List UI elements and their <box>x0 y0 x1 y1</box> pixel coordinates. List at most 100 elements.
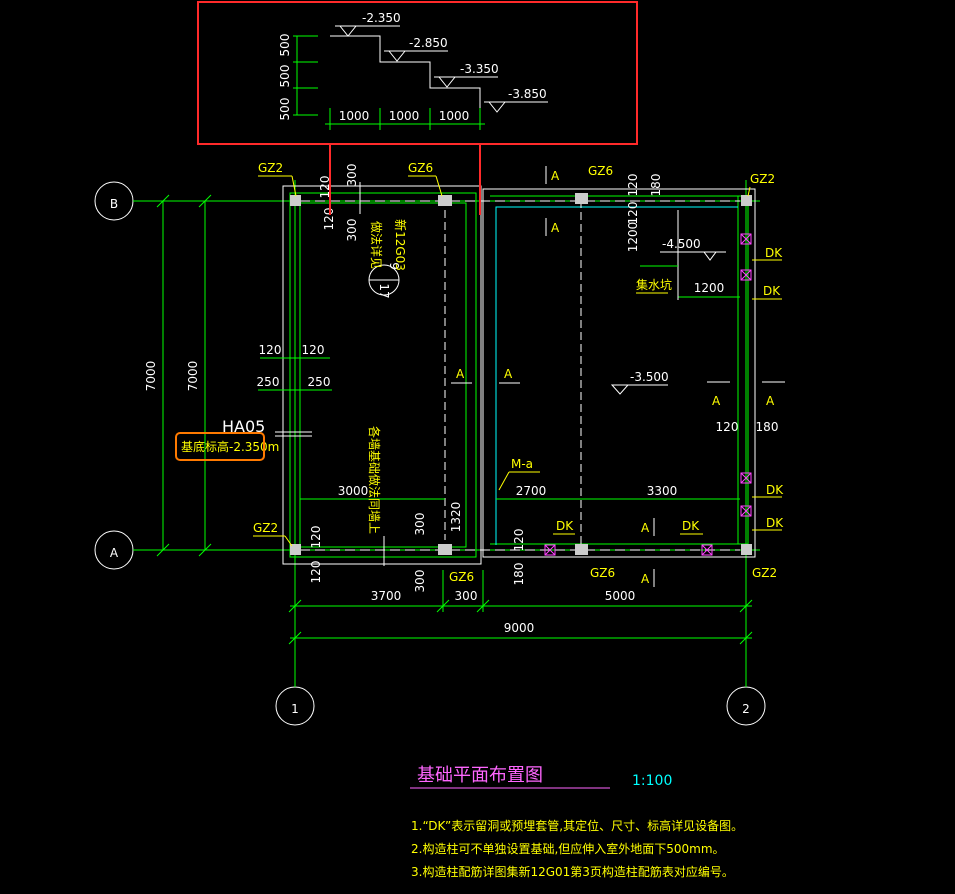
detail-atlas-text: 新12G03 <box>393 219 408 271</box>
tag-gz6-a-mid: GZ6 <box>449 570 474 584</box>
svg-text:1200: 1200 <box>626 222 640 253</box>
base-elevation-highlight <box>175 432 265 461</box>
tag-gz2-a2: GZ2 <box>752 566 777 580</box>
svg-text:-2.850: -2.850 <box>409 36 448 50</box>
right-room-footing-outline <box>482 188 756 558</box>
svg-text:1000: 1000 <box>339 109 370 123</box>
title-block: 基础平面布置图 1:100 1.“DK”表示留洞或预埋套管,其定位、尺寸、标高详… <box>410 765 743 879</box>
section-a-bottom-2: A <box>641 572 650 586</box>
svg-text:120: 120 <box>302 343 325 357</box>
section-a-right-2: A <box>766 394 775 408</box>
section-a-top-2: A <box>551 221 560 235</box>
svg-text:300: 300 <box>413 570 427 593</box>
svg-text:180: 180 <box>512 563 526 586</box>
svg-text:3300: 3300 <box>647 484 678 498</box>
column-gz2-a2 <box>741 544 752 555</box>
pit-elevation: -4.500 <box>662 237 701 251</box>
column-gz2-a1 <box>290 544 301 555</box>
step-detail-frame <box>197 1 638 145</box>
svg-text:500: 500 <box>278 98 292 121</box>
note-1: 1.“DK”表示留洞或预埋套管,其定位、尺寸、标高详见设备图。 <box>411 818 743 833</box>
note-3: 3.构造柱配筋详图集新12G01第3页构造柱配筋表对应编号。 <box>411 864 734 879</box>
axis-label-b: B <box>110 197 118 211</box>
dim-bottom-total: 9000 <box>504 621 535 635</box>
svg-text:120: 120 <box>318 176 332 199</box>
svg-text:120: 120 <box>626 202 640 225</box>
left-room-footing-outline <box>282 185 482 565</box>
floor-elevation: -3.500 <box>630 370 669 384</box>
svg-text:120: 120 <box>259 343 282 357</box>
dk-openings: DK DK DK DK DK DK <box>544 233 784 556</box>
left-dimensions: 7000 7000 <box>144 194 212 557</box>
dk-label-2: DK <box>763 284 781 298</box>
dk-label-4: DK <box>766 516 784 530</box>
svg-text:17: 17 <box>377 283 391 298</box>
dim-left-outer: 7000 <box>144 361 158 392</box>
svg-text:120: 120 <box>716 420 739 434</box>
dk-label-6: DK <box>682 519 700 533</box>
svg-text:300: 300 <box>413 513 427 536</box>
column-gz6-a-mid <box>438 544 452 555</box>
tag-gz2-b1: GZ2 <box>258 161 283 175</box>
svg-text:-2.350: -2.350 <box>362 11 401 25</box>
svg-text:1000: 1000 <box>439 109 470 123</box>
column-gz6-b-right <box>575 193 588 204</box>
dim-bottom-mid: 300 <box>455 589 478 603</box>
column-tags: GZ2 GZ6 GZ6 GZ2 GZ2 GZ6 GZ6 GZ2 <box>253 161 777 584</box>
room-annotations: -4.500 集水坑 -3.500 M-a 9 17 做法详见 新12G03 各… <box>175 210 726 534</box>
dim-bottom-right: 5000 <box>605 589 636 603</box>
svg-text:1200: 1200 <box>694 281 725 295</box>
dk-label-1: DK <box>765 246 783 260</box>
column-gz2-b2 <box>741 195 752 206</box>
bottom-dimensions: 3700 300 5000 9000 <box>288 570 753 645</box>
door-label: M-a <box>511 457 533 471</box>
section-a-top-1: A <box>551 169 560 183</box>
ha05-label: HA05 <box>222 417 265 436</box>
svg-text:500: 500 <box>278 65 292 88</box>
detail-ref-text: 做法详见 <box>369 221 384 269</box>
svg-text:120: 120 <box>309 561 323 584</box>
columns <box>290 193 752 555</box>
pit-name: 集水坑 <box>636 277 672 292</box>
svg-text:9: 9 <box>387 262 401 270</box>
svg-text:1320: 1320 <box>449 502 463 533</box>
svg-text:-3.350: -3.350 <box>460 62 499 76</box>
tag-gz6-b-mid: GZ6 <box>408 161 433 175</box>
step-detail: -2.350 -2.850 -3.350 -3.850 500 500 500 … <box>197 1 638 215</box>
svg-text:300: 300 <box>345 164 359 187</box>
note-2: 2.构造柱可不单独设置基础,但应伸入室外地面下500mm。 <box>411 841 725 856</box>
wall-note-text: 各墙基础做法同墙上 <box>367 426 382 534</box>
section-markers: A A A A A A A A <box>451 166 785 587</box>
svg-text:120: 120 <box>322 208 336 231</box>
section-a-left: A <box>456 367 465 381</box>
svg-text:120: 120 <box>626 174 640 197</box>
base-elevation-label: 基底标高-2.350m <box>181 439 279 454</box>
tag-gz6-b-right: GZ6 <box>588 164 613 178</box>
svg-text:250: 250 <box>308 375 331 389</box>
axis-grid: B A 1 2 <box>94 180 766 726</box>
axis-label-a: A <box>110 546 119 560</box>
column-gz2-b1 <box>290 195 301 206</box>
drawing-title: 基础平面布置图 <box>417 765 543 786</box>
svg-text:120: 120 <box>512 529 526 552</box>
drawing-scale: 1:100 <box>632 773 672 789</box>
svg-text:180: 180 <box>649 174 663 197</box>
column-gz6-a-right <box>575 544 588 555</box>
foundation-walls <box>275 182 756 566</box>
column-gz6-b-mid <box>438 195 452 206</box>
svg-text:180: 180 <box>756 420 779 434</box>
svg-text:300: 300 <box>345 219 359 242</box>
section-a-right-1: A <box>712 394 721 408</box>
dk-label-3: DK <box>766 483 784 497</box>
tag-gz2-a1: GZ2 <box>253 521 278 535</box>
section-a-mid: A <box>504 367 513 381</box>
svg-text:2700: 2700 <box>516 484 547 498</box>
axis-label-2: 2 <box>742 702 750 716</box>
svg-text:3000: 3000 <box>338 484 369 498</box>
dim-left-inner: 7000 <box>186 361 200 392</box>
svg-text:250: 250 <box>257 375 280 389</box>
svg-text:1000: 1000 <box>389 109 420 123</box>
axis-label-1: 1 <box>291 702 299 716</box>
dk-label-5: DK <box>556 519 574 533</box>
svg-text:120: 120 <box>309 526 323 549</box>
